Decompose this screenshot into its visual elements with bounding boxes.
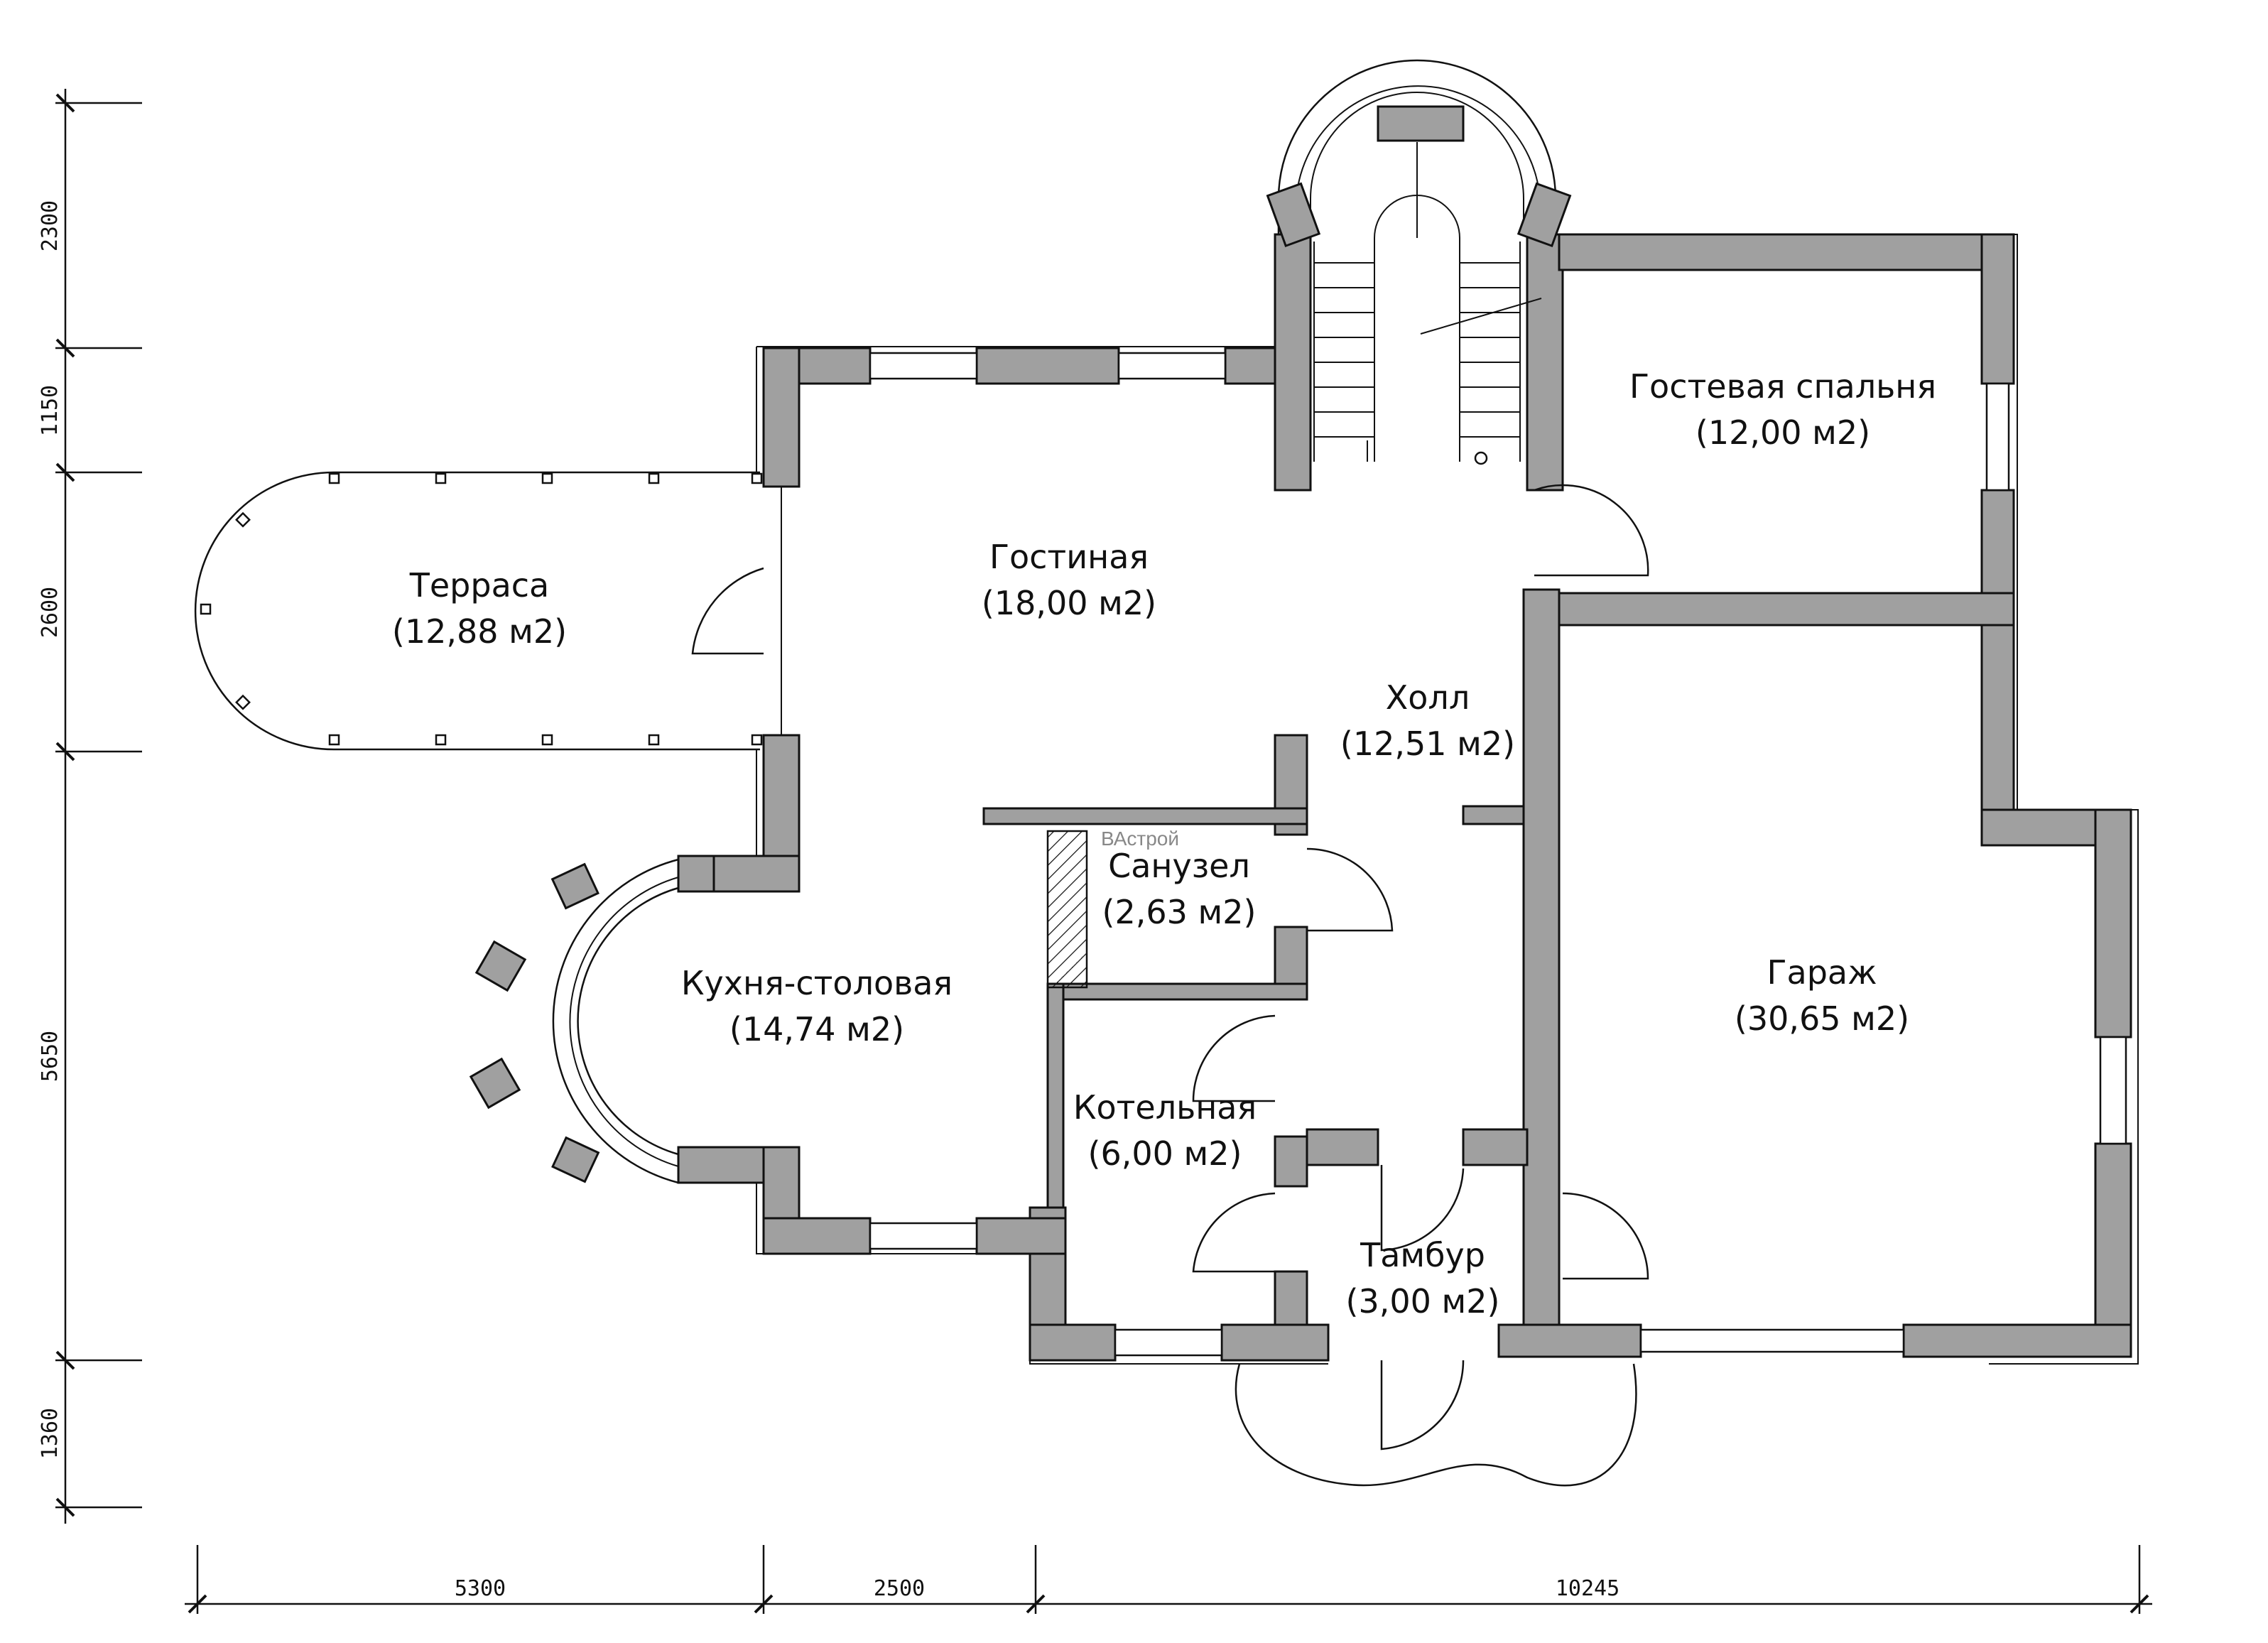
vestibule-area: (3,00 м2): [1346, 1282, 1500, 1321]
dim-v-4: 5650: [38, 1031, 63, 1082]
room-labels: Терраса (12,88 м2) Гостиная (18,00 м2) Г…: [392, 367, 1936, 1321]
watermark-text: ВАстрой: [1101, 828, 1179, 850]
hall-name: Холл: [1386, 678, 1470, 717]
guest-bedroom-area: (12,00 м2): [1695, 413, 1870, 452]
dim-v-3: 2600: [38, 587, 63, 638]
terrace-deck: [194, 471, 782, 751]
garage-area: (30,65 м2): [1735, 999, 1909, 1038]
boiler-name: Котельная: [1073, 1088, 1257, 1127]
living-area: (18,00 м2): [982, 584, 1156, 622]
kitchen-area: (14,74 м2): [729, 1010, 904, 1048]
walls: [677, 233, 2132, 1362]
stair-tower: [1266, 59, 1572, 465]
dim-h-1: 5300: [455, 1576, 506, 1601]
bathroom-area: (2,63 м2): [1102, 893, 1257, 931]
guest-bedroom-name: Гостевая спальня: [1629, 367, 1936, 406]
dim-v-5: 1360: [38, 1408, 63, 1459]
boiler-area: (6,00 м2): [1088, 1134, 1242, 1173]
vertical-dimensions: 2300 1150 2600 5650 1360: [38, 89, 142, 1524]
terrace-name: Терраса: [409, 566, 549, 604]
living-name: Гостиная: [989, 538, 1149, 576]
dim-v-1: 2300: [38, 200, 63, 251]
bathroom-name: Санузел: [1108, 847, 1250, 885]
dim-v-2: 1150: [38, 385, 63, 436]
vestibule-name: Тамбур: [1360, 1236, 1485, 1274]
kitchen-bay: [469, 858, 679, 1184]
horizontal-dimensions: 5300 2500 10245: [185, 1545, 2152, 1614]
dim-h-3: 10245: [1556, 1576, 1619, 1601]
kitchen-name: Кухня-столовая: [681, 964, 953, 1002]
terrace-area: (12,88 м2): [392, 612, 567, 651]
windows: [869, 352, 2127, 1357]
dim-h-2: 2500: [874, 1576, 925, 1601]
doors: [691, 484, 1649, 1487]
garage-name: Гараж: [1767, 953, 1877, 992]
hall-area: (12,51 м2): [1340, 725, 1515, 763]
